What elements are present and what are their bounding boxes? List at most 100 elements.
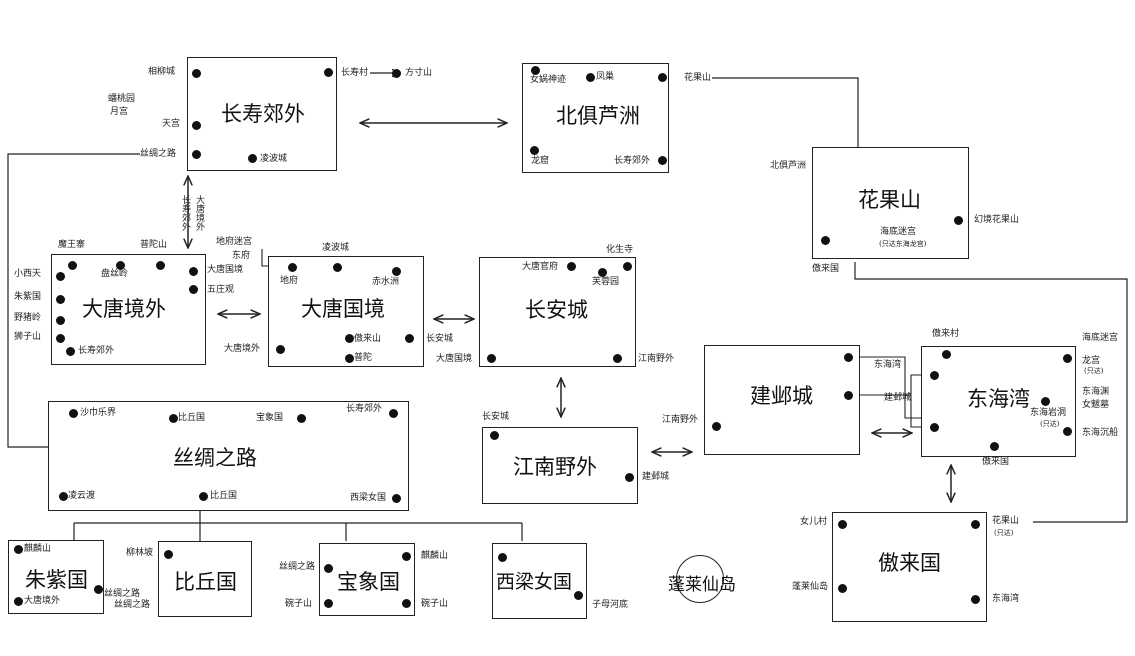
label: 比丘国 (178, 413, 206, 423)
location-dot[interactable] (586, 73, 595, 82)
region-huaguoshan[interactable]: 花果山 (812, 147, 969, 259)
link-hgs-aolai (854, 262, 1128, 523)
location-dot[interactable] (192, 69, 201, 78)
location-dot[interactable] (392, 494, 401, 503)
location-dot[interactable] (345, 354, 354, 363)
region-dtgj[interactable]: 大唐国境 (268, 256, 424, 367)
location-dot[interactable] (69, 409, 78, 418)
location-dot[interactable] (66, 347, 75, 356)
location-dot[interactable] (821, 236, 830, 245)
location-dot[interactable] (14, 545, 23, 554)
region-biqiu[interactable]: 比丘国 (158, 541, 252, 617)
location-dot[interactable] (189, 285, 198, 294)
location-dot[interactable] (56, 316, 65, 325)
location-dot[interactable] (971, 595, 980, 604)
location-dot[interactable] (838, 584, 847, 593)
location-dot[interactable] (116, 261, 125, 270)
label: 东海湾 (874, 360, 902, 370)
location-dot[interactable] (487, 354, 496, 363)
location-dot[interactable] (623, 262, 632, 271)
location-dot[interactable] (199, 492, 208, 501)
location-dot[interactable] (954, 216, 963, 225)
label: 相柳城 (148, 67, 176, 77)
region-aolai[interactable]: 傲来国 (832, 512, 987, 622)
location-dot[interactable] (324, 68, 333, 77)
label: 碗子山 (285, 599, 313, 609)
location-dot[interactable] (248, 154, 257, 163)
location-dot[interactable] (625, 473, 634, 482)
location-dot[interactable] (844, 391, 853, 400)
label: 丝绸之路 (140, 149, 177, 159)
location-dot[interactable] (59, 492, 68, 501)
region-dtjw[interactable]: 大唐境外 (51, 254, 206, 365)
location-dot[interactable] (324, 564, 333, 573)
label: 江南野外 (662, 415, 699, 425)
location-dot[interactable] (1041, 397, 1050, 406)
label: (只达) (1040, 420, 1060, 428)
label: 西梁女国 (350, 493, 387, 503)
location-dot[interactable] (598, 268, 607, 277)
location-dot[interactable] (1063, 354, 1072, 363)
location-dot[interactable] (14, 597, 23, 606)
region-zhuzi[interactable]: 朱紫国 (8, 540, 104, 614)
location-dot[interactable] (490, 431, 499, 440)
region-xiliang[interactable]: 西梁女国 (492, 543, 587, 619)
region-silkroad[interactable]: 丝绸之路 (48, 401, 409, 511)
location-dot[interactable] (56, 295, 65, 304)
location-dot[interactable] (192, 150, 201, 159)
label: 赤水洲 (372, 277, 400, 287)
location-dot[interactable] (658, 156, 667, 165)
location-dot[interactable] (844, 353, 853, 362)
label: 东海渊 (1082, 387, 1110, 397)
location-dot[interactable] (531, 66, 540, 75)
location-dot[interactable] (192, 121, 201, 130)
location-dot[interactable] (56, 272, 65, 281)
region-changan[interactable]: 长安城 (479, 257, 636, 367)
location-dot[interactable] (288, 263, 297, 272)
location-dot[interactable] (942, 350, 951, 359)
location-dot[interactable] (658, 73, 667, 82)
location-dot[interactable] (169, 414, 178, 423)
label: 丝绸之路 (279, 562, 316, 572)
location-dot[interactable] (405, 334, 414, 343)
location-dot[interactable] (990, 442, 999, 451)
label: 朱紫国 (14, 292, 42, 302)
location-dot[interactable] (402, 599, 411, 608)
location-dot[interactable] (530, 146, 539, 155)
region-changshou[interactable]: 长寿郊外 (187, 57, 337, 171)
location-dot[interactable] (324, 599, 333, 608)
location-dot[interactable] (613, 354, 622, 363)
region-jnyw[interactable]: 江南野外 (482, 427, 638, 504)
location-dot[interactable] (297, 414, 306, 423)
location-dot[interactable] (333, 263, 342, 272)
location-dot[interactable] (164, 550, 173, 559)
region-baoxiang[interactable]: 宝象国 (319, 543, 415, 616)
label: 女娲神迹 (530, 75, 567, 85)
location-dot[interactable] (567, 262, 576, 271)
location-dot[interactable] (94, 585, 103, 594)
label: 大唐官府 (522, 262, 559, 272)
region-jianye[interactable]: 建邺城 (704, 345, 860, 455)
location-dot[interactable] (1063, 427, 1072, 436)
location-dot[interactable] (838, 520, 847, 529)
location-dot[interactable] (276, 345, 285, 354)
label: 普陀 (354, 353, 373, 363)
location-dot[interactable] (930, 371, 939, 380)
location-dot[interactable] (392, 267, 401, 276)
location-dot[interactable] (930, 423, 939, 432)
location-dot[interactable] (345, 334, 354, 343)
region-beiju[interactable]: 北俱芦洲 (522, 63, 669, 173)
location-dot[interactable] (156, 261, 165, 270)
location-dot[interactable] (68, 261, 77, 270)
location-dot[interactable] (56, 334, 65, 343)
location-dot[interactable] (574, 591, 583, 600)
location-dot[interactable] (712, 422, 721, 431)
location-dot[interactable] (971, 520, 980, 529)
location-dot[interactable] (402, 552, 411, 561)
region-dhw[interactable]: 东海湾 (921, 346, 1076, 457)
location-dot[interactable] (189, 267, 198, 276)
location-dot[interactable] (392, 69, 401, 78)
location-dot[interactable] (498, 553, 507, 562)
location-dot[interactable] (389, 409, 398, 418)
region-penglai[interactable] (676, 555, 724, 603)
